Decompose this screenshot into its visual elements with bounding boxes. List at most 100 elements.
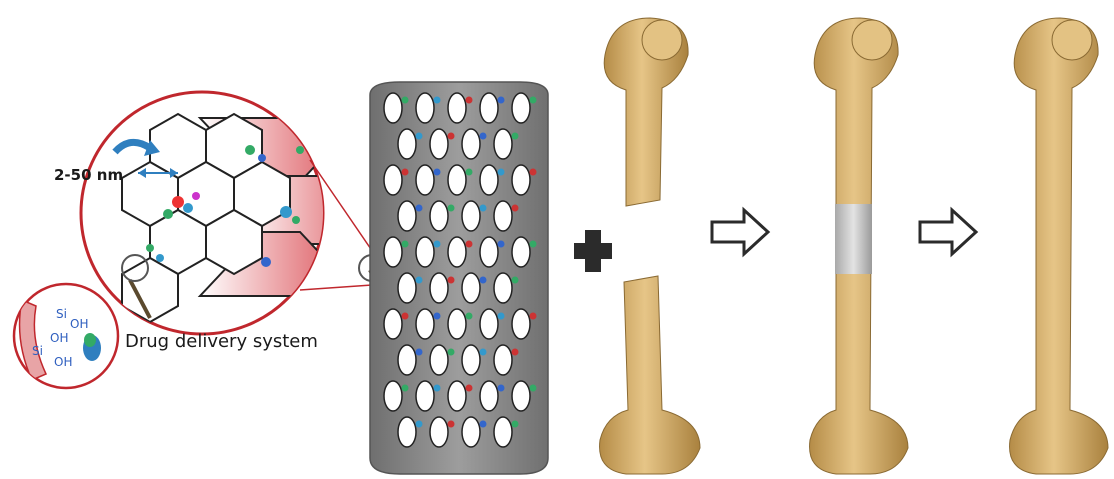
drug-molecule (512, 349, 519, 356)
silica-group-oh: OH (50, 331, 68, 345)
silica-group-si: Si (32, 344, 43, 358)
drug-molecule (480, 205, 487, 212)
scaffold-implant (835, 204, 872, 274)
drug-molecule (434, 169, 441, 176)
scaffold-pore (512, 381, 530, 411)
silanol-surface-magnifier: Si OH OH Si OH (14, 284, 118, 388)
healed-femur (1010, 18, 1108, 474)
scaffold-pore (494, 345, 512, 375)
scaffold-pore (494, 417, 512, 447)
drug-molecule (480, 421, 487, 428)
drug-molecule (512, 277, 519, 284)
drug-molecule (530, 385, 537, 392)
scaffold-pore (416, 93, 434, 123)
scaffold-pore (416, 165, 434, 195)
drug-molecule (466, 385, 473, 392)
drug-molecule (480, 277, 487, 284)
scaffold-pore (512, 237, 530, 267)
scaffold-pore (398, 417, 416, 447)
femur-upper-fragment (604, 18, 688, 206)
scaffold-pore (480, 237, 498, 267)
scaffold-pore (448, 165, 466, 195)
scaffold-pore (384, 237, 402, 267)
pore-size-label: 2-50 nm (54, 166, 123, 184)
scaffold-pore (416, 381, 434, 411)
scaffold-pore (512, 309, 530, 339)
scaffold-pore (398, 129, 416, 159)
drug-molecule (448, 277, 455, 284)
scaffold-pore (462, 273, 480, 303)
drug-molecule (402, 241, 409, 248)
scaffold-pore (430, 201, 448, 231)
drug-molecule (480, 133, 487, 140)
drug-molecule (498, 241, 505, 248)
scaffold-pore (480, 165, 498, 195)
drug-molecule (416, 133, 423, 140)
scaffold-pore (512, 93, 530, 123)
drug-molecule (448, 133, 455, 140)
drug-molecule (434, 241, 441, 248)
drug-molecule (498, 97, 505, 104)
drug-molecule (466, 97, 473, 104)
right-arrow-icon (712, 210, 768, 254)
drug-molecule (498, 385, 505, 392)
drug-molecule (480, 349, 487, 356)
drug-molecule (530, 313, 537, 320)
scaffold-pore (480, 309, 498, 339)
scaffold-pore (462, 129, 480, 159)
scaffold-pore (416, 237, 434, 267)
drug-molecule (416, 349, 423, 356)
scaffold-pore (480, 93, 498, 123)
scaffold-pore (494, 201, 512, 231)
scaffold-pore (416, 309, 434, 339)
scaffold-pore (494, 273, 512, 303)
drug-molecule (434, 385, 441, 392)
scaffold-pore (398, 201, 416, 231)
scaffold-pore (494, 129, 512, 159)
silica-group-si: Si (56, 307, 67, 321)
drug-molecule (402, 313, 409, 320)
drug-molecule (434, 313, 441, 320)
silica-group-oh: OH (70, 317, 88, 331)
drug-molecule (416, 205, 423, 212)
femur-lower-fragment (600, 276, 700, 474)
drug-molecule (402, 385, 409, 392)
scaffold-pore (430, 345, 448, 375)
drug-molecule (530, 169, 537, 176)
drug-molecule (512, 205, 519, 212)
scaffold-pore (448, 237, 466, 267)
scaffold-pore (384, 309, 402, 339)
drug-molecule (466, 313, 473, 320)
femur-with-implant (810, 18, 908, 474)
drug-molecule (416, 277, 423, 284)
drug-molecule (402, 97, 409, 104)
scaffold-pore (480, 381, 498, 411)
scaffold-pore (448, 381, 466, 411)
scaffold-pore (384, 381, 402, 411)
scaffold-pore (384, 165, 402, 195)
fractured-femur (600, 18, 700, 474)
drug-molecule (416, 421, 423, 428)
drug-delivery-label: Drug delivery system (125, 331, 318, 352)
scaffold-pore (462, 345, 480, 375)
drug-molecule (530, 97, 537, 104)
drug-molecule (448, 205, 455, 212)
scaffold-pore (398, 345, 416, 375)
drug-molecule (448, 421, 455, 428)
drug-molecule (448, 349, 455, 356)
scaffold-pore (462, 201, 480, 231)
scaffold-pore (384, 93, 402, 123)
drug-molecule (512, 133, 519, 140)
scaffold-pore (398, 273, 416, 303)
scaffold-pore (430, 417, 448, 447)
drug-molecule (434, 97, 441, 104)
drug-molecule (466, 169, 473, 176)
drug-molecule (498, 169, 505, 176)
scaffold-pore (462, 417, 480, 447)
drug-molecule (466, 241, 473, 248)
scaffold-pore (512, 165, 530, 195)
mesoporous-silica-magnifier (81, 92, 360, 334)
scaffold-pore (448, 93, 466, 123)
drug-molecule (530, 241, 537, 248)
